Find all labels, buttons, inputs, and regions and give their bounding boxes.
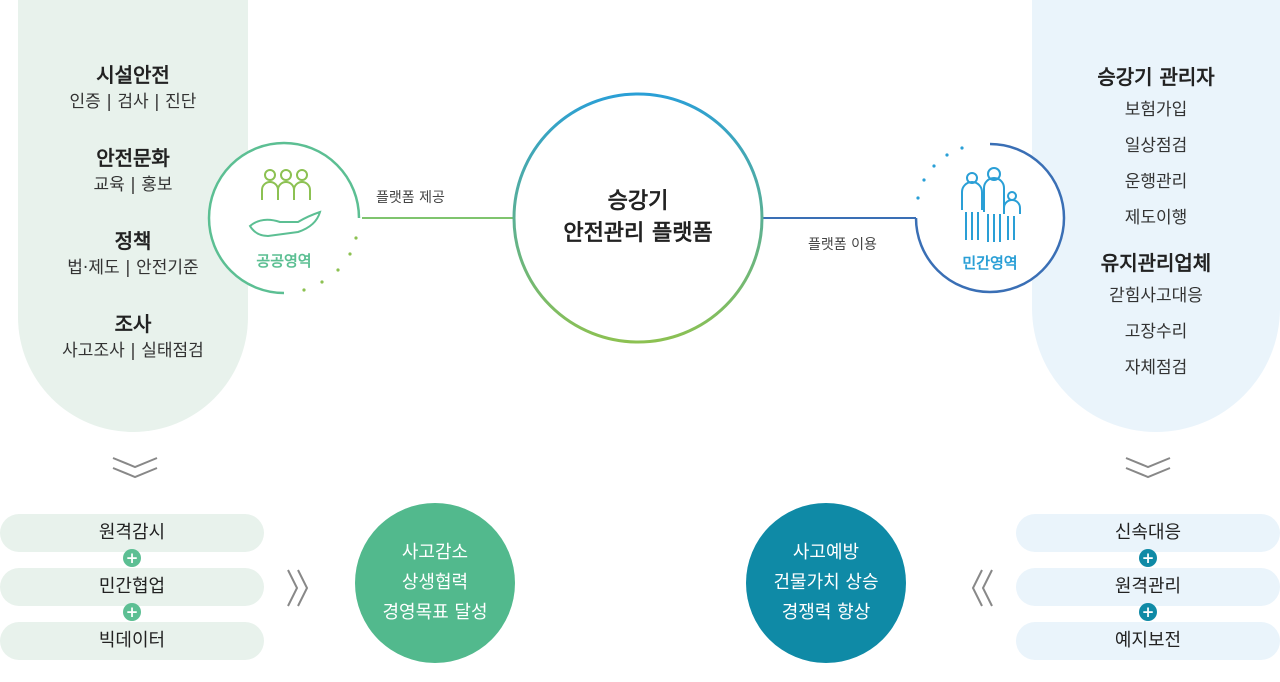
section-item: 운행관리 bbox=[1124, 172, 1188, 192]
result-line: 사고감소 bbox=[401, 542, 469, 563]
public-circle-dots bbox=[302, 236, 358, 292]
result-line: 경쟁력 향상 bbox=[781, 602, 871, 623]
section-title: 조사 bbox=[114, 312, 152, 336]
plus-icon: + bbox=[1139, 549, 1157, 567]
section-policy: 정책 법·제도 | 안전기준 bbox=[18, 228, 248, 282]
hand-icon bbox=[248, 210, 322, 238]
link-label-use: 플랫폼 이용 bbox=[808, 237, 877, 253]
feature-bar: 신속대응 bbox=[1016, 514, 1280, 552]
section-investigation: 조사 사고조사 | 실태점검 bbox=[18, 311, 248, 365]
result-line: 상생협력 bbox=[401, 572, 469, 593]
result-line: 사고예방 bbox=[792, 542, 860, 563]
feature-bar: 예지보전 bbox=[1016, 622, 1280, 660]
section-item: 제도이행 bbox=[1124, 208, 1188, 228]
family-icon bbox=[961, 167, 1021, 242]
section-items: 법·제도 | 안전기준 bbox=[67, 258, 199, 278]
private-area-label: 민간영역 bbox=[962, 254, 1018, 272]
section-title: 안전문화 bbox=[96, 146, 170, 170]
section-items: 교육 | 홍보 bbox=[93, 175, 173, 195]
center-platform-circle bbox=[512, 92, 764, 344]
center-title-line1: 승강기 bbox=[607, 189, 669, 214]
plus-icon: + bbox=[1139, 603, 1157, 621]
section-item: 갇힘사고대응 bbox=[1109, 286, 1203, 306]
feature-bar: 빅데이터 bbox=[0, 622, 264, 660]
feature-bar: 원격감시 bbox=[0, 514, 264, 552]
public-circle-ring bbox=[207, 141, 361, 295]
section-facility-safety: 시설안전 인증 | 검사 | 진단 bbox=[18, 62, 248, 116]
section-safety-culture: 안전문화 교육 | 홍보 bbox=[18, 145, 248, 199]
result-circle-private: 사고예방 건물가치 상승 경쟁력 향상 bbox=[746, 503, 906, 663]
private-functions-panel bbox=[1032, 0, 1280, 432]
link-label-provide: 플랫폼 제공 bbox=[376, 190, 445, 206]
section-title: 승강기 관리자 bbox=[1097, 65, 1215, 89]
section-items: 사고조사 | 실태점검 bbox=[62, 341, 204, 361]
public-circle-bg bbox=[209, 143, 359, 293]
result-line: 건물가치 상승 bbox=[773, 572, 879, 593]
section-item: 자체점검 bbox=[1124, 358, 1188, 378]
feature-bar: 민간협업 bbox=[0, 568, 264, 606]
section-maintenance-company: 유지관리업체 갇힘사고대응 고장수리 자체점검 bbox=[1032, 248, 1280, 386]
public-area-label: 공공영역 bbox=[256, 252, 312, 270]
center-title: 승강기 안전관리 플랫폼 bbox=[514, 186, 762, 250]
plus-icon: + bbox=[123, 549, 141, 567]
section-item: 보험가입 bbox=[1124, 100, 1188, 120]
helping-hand-people-icon bbox=[261, 169, 311, 200]
section-item: 고장수리 bbox=[1124, 322, 1188, 342]
result-line: 경영목표 달성 bbox=[382, 602, 488, 623]
section-items: 인증 | 검사 | 진단 bbox=[69, 92, 197, 112]
plus-icon: + bbox=[123, 603, 141, 621]
private-circle-dots bbox=[916, 146, 964, 200]
down-chevron-icon-right bbox=[1125, 457, 1171, 479]
section-title: 정책 bbox=[114, 229, 152, 253]
section-item: 일상점검 bbox=[1124, 136, 1188, 156]
down-chevron-icon-left bbox=[112, 457, 158, 479]
center-title-line2: 안전관리 플랫폼 bbox=[563, 221, 713, 246]
section-elevator-manager: 승강기 관리자 보험가입 일상점검 운행관리 제도이행 bbox=[1032, 62, 1280, 236]
private-circle-ring bbox=[914, 142, 1066, 294]
private-circle-bg bbox=[916, 144, 1064, 292]
result-circle-public: 사고감소 상생협력 경영목표 달성 bbox=[355, 503, 515, 663]
feature-bar: 원격관리 bbox=[1016, 568, 1280, 606]
right-chevron-icon bbox=[287, 569, 309, 607]
section-title: 유지관리업체 bbox=[1100, 251, 1212, 275]
left-chevron-icon bbox=[971, 569, 993, 607]
section-title: 시설안전 bbox=[96, 63, 170, 87]
